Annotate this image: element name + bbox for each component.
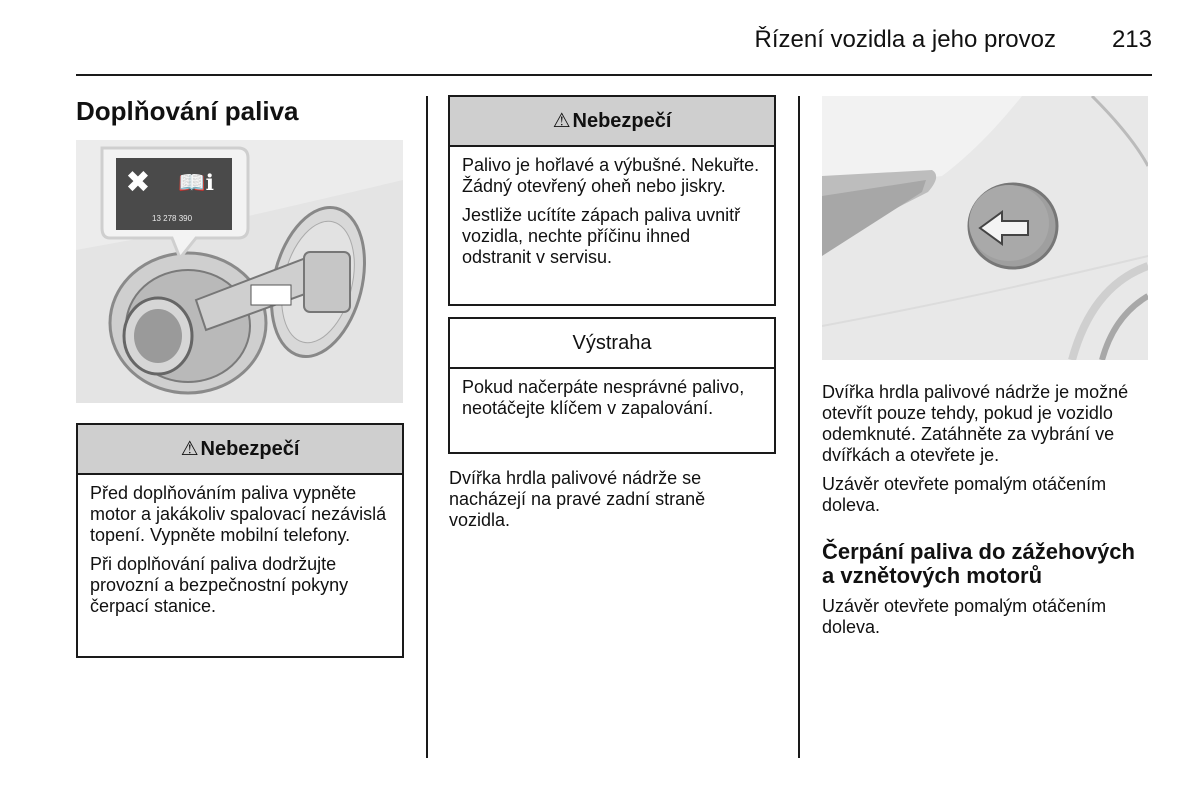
danger-box-2-paragraph: Palivo je hořlavé a výbušné. Nekuřte. Žá… <box>462 155 760 196</box>
subsection-text: Uzávěr otevřete pomalým otáčením doleva. <box>822 596 1152 646</box>
middle-text: Dvířka hrdla palivové nádrže se nacházej… <box>449 468 769 539</box>
right-paragraph: Dvířka hrdla palivové nádrže je možné ot… <box>822 382 1129 465</box>
warning-triangle-icon: ⚠ <box>180 438 199 460</box>
section-title: Doplňování paliva <box>76 96 299 126</box>
danger-box-2-paragraph: Jestliže ucítíte zápach paliva uvnitř vo… <box>462 205 741 267</box>
danger-box-2: ⚠Nebezpečí Palivo je hořlavé a výbušné. … <box>448 95 776 306</box>
page-header-title: Řízení vozidla a jeho provoz <box>754 26 1057 53</box>
warning-box: Výstraha Pokud načerpáte nesprávné paliv… <box>448 317 776 454</box>
danger-box-2-header: ⚠Nebezpečí <box>450 97 774 147</box>
warning-box-title: Výstraha <box>572 332 652 354</box>
danger-box-1: ⚠Nebezpečí Před doplňováním paliva vypně… <box>76 423 404 658</box>
danger-box-2-title: Nebezpečí <box>572 110 672 132</box>
right-text: Dvířka hrdla palivové nádrže je možné ot… <box>822 382 1152 524</box>
subsection-title: Čerpání paliva do zážehových a vznětovýc… <box>822 539 1135 588</box>
danger-box-1-header: ⚠Nebezpečí <box>78 425 402 475</box>
middle-paragraph: Dvířka hrdla palivové nádrže se nacházej… <box>449 468 706 530</box>
fuel-door-illustration <box>822 96 1148 360</box>
no-fire-icon: ✖ <box>125 166 151 199</box>
danger-box-1-title: Nebezpečí <box>200 438 300 460</box>
subsection-paragraph: Uzávěr otevřete pomalým otáčením doleva. <box>822 596 1107 637</box>
header-rule <box>76 74 1152 76</box>
warning-box-paragraph: Pokud načerpáte nesprávné palivo, neotáč… <box>462 377 745 418</box>
column-divider-left <box>426 96 428 758</box>
fuel-flap-illustration: ✖ 📖ℹ 13 278 390 <box>76 140 403 403</box>
warning-triangle-icon: ⚠ <box>552 110 571 132</box>
danger-box-1-paragraph: Před doplňováním paliva vypněte motor a … <box>90 483 387 545</box>
warning-box-header: Výstraha <box>450 319 774 369</box>
column-divider-right <box>798 96 800 758</box>
label-code: 13 278 390 <box>152 214 193 223</box>
page-number: 213 <box>1111 26 1152 53</box>
danger-box-1-paragraph: Při doplňování paliva dodržujte provozní… <box>90 554 349 616</box>
right-paragraph: Uzávěr otevřete pomalým otáčením doleva. <box>822 474 1107 515</box>
manual-info-icon: 📖ℹ <box>178 170 214 195</box>
